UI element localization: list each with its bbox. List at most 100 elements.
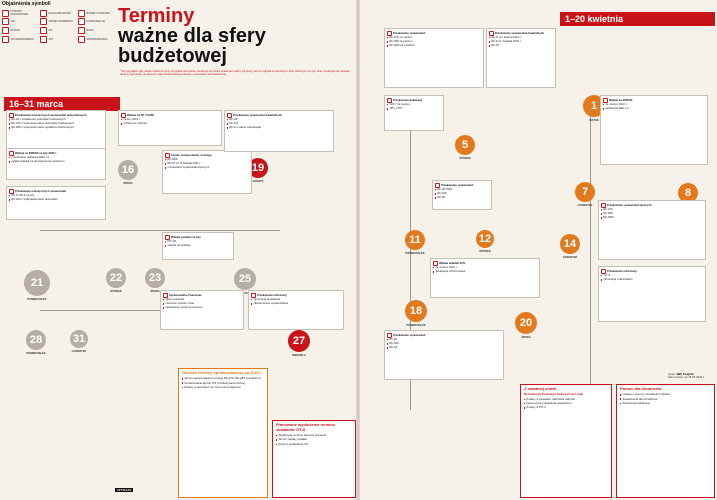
weekday-label: PONIEDZIAŁEK (27, 297, 47, 301)
title-line-1: Terminy (118, 5, 195, 27)
category-icon (601, 202, 606, 208)
weekday-label: PIĄTEK (240, 291, 250, 295)
deadline-entry: Przekazanie miesięcznych sprawozdań Rb-N… (6, 186, 106, 220)
panel-list: Termin sprawozdania rocznego Rb-27S i Rb… (182, 376, 264, 389)
entry-item: Rb-28S za marzec (387, 40, 481, 43)
weekday-label: WTOREK (110, 289, 122, 293)
weekday-label: CZWARTEK (71, 349, 87, 353)
day-circle: 22 WTOREK (106, 268, 126, 293)
category-icon (433, 260, 438, 266)
author-credit: oprac. MW, Kingfish Stan prawny na 15.03… (668, 372, 705, 380)
legend-item: RACHUNKOWOŚĆ (40, 9, 76, 17)
day-circle: 19 SOBOTA (248, 158, 268, 183)
weekday-label: CZWARTEK (577, 203, 593, 207)
tax-icon (40, 9, 47, 17)
panel-title: Dłuższe terminy sprawozdawcze za 2021 r. (182, 370, 263, 375)
entry-item: za marzec 2022 r. (603, 103, 705, 106)
entry-item: Rb-NDS (601, 216, 703, 219)
entry-heading: Przekazanie deklaracji (393, 98, 423, 102)
entry-item: deklaracja DEK-I-0 (603, 107, 705, 110)
entry-item: Rb-ST za IV kwartał 2021 r. (165, 162, 249, 165)
legend-item: CIT (40, 27, 76, 35)
category-icon (165, 152, 170, 158)
panel-item: Dotyczy podatników CIT (276, 442, 352, 446)
entry-heading: Przekazanie sprawozdań kwartalnych (233, 113, 283, 117)
entry-heading: Przekazanie sprawozdań łącznych (607, 203, 652, 207)
panel-cit8: Planowane wydłużenie terminu składania C… (272, 420, 356, 498)
entry-list: za marzec 2022 r.deklaracja DEK-I-0 (603, 103, 705, 110)
salary-icon (2, 35, 9, 43)
entry-list: Rb-N za I kwartał 2022 r.Rb-Z za I kwart… (489, 36, 553, 47)
entry-item: zaliczki na podatek (165, 244, 231, 247)
day-number: 19 (251, 161, 265, 174)
category-icon (9, 150, 14, 156)
legend-item: PFRON (2, 27, 38, 35)
entry-item: PIT-4R (165, 240, 231, 243)
category-icon (387, 30, 392, 36)
legend-label: PODATKI DOCHODOWE (10, 10, 29, 17)
entry-heading: Termin sprawozdania rocznego (171, 153, 212, 157)
day-number: 23 (148, 271, 162, 284)
panel-item: Termin sprawozdania rocznego Rb-27S i Rb… (182, 376, 264, 380)
cit-icon (40, 27, 47, 35)
entry-item: Rb-23 z działalności jednostek budżetowy… (9, 118, 103, 121)
entry-item: Rb-N za I kwartał 2022 r. (489, 36, 553, 39)
legend-item: JST (40, 35, 76, 43)
panel-dluzsze-terminy: Dłuższe terminy sprawozdawcze za 2021 r.… (178, 368, 268, 498)
panel-item: Nowe terminy składania oświadczeń (524, 401, 608, 405)
legend-item: URZĄD SKARBOWY (40, 18, 76, 26)
panel-item: Zmiany w zasadach naliczania zaliczek (524, 397, 608, 401)
entry-item: wpłata składek na ubezpieczenia społeczn… (9, 160, 103, 163)
vat-icon (2, 18, 9, 26)
category-icon (601, 268, 606, 274)
entry-item: zestawienie zmian w funduszu (163, 306, 241, 309)
timeline-line (40, 230, 280, 231)
day-number: 20 (519, 316, 533, 329)
entry-item: Rb-27S z wykonania planu dochodów budżet… (9, 122, 103, 125)
entry-heading: Przekazanie sprawozdań (441, 183, 474, 187)
category-icon (603, 97, 608, 103)
day-number: 27 (292, 334, 306, 347)
weekday-label: ŚRODA (521, 335, 531, 339)
weekday-label: WTOREK (479, 249, 491, 253)
entry-list: Rb-23 z działalności jednostek budżetowy… (9, 118, 103, 129)
legend-title: Objaśnienia symboli (2, 1, 51, 7)
legend-label: CIT (48, 29, 53, 33)
weekday-label: PONIEDZIAŁEK (406, 323, 426, 327)
panel-title: Pomoc dla Ukraińców (620, 386, 662, 391)
legend-label: RACHUNKOWOŚĆ (48, 11, 72, 15)
day-circle: 18 PONIEDZIAŁEK (405, 300, 427, 327)
day-number: 16 (121, 163, 135, 176)
legend-item: BANK (78, 27, 114, 35)
entry-item: Rb-UZ (227, 118, 331, 121)
deadline-entry: Wpłata na FP i FGŚP za luty 2022 r.rozli… (118, 110, 222, 146)
legend-item: WYNAGRODZENIA (2, 35, 38, 43)
entry-heading: Przekazanie sprawozdań (393, 31, 426, 35)
panel-item: Ustawa o pomocy obywatelom Ukrainy (620, 392, 711, 396)
day-number: 14 (563, 237, 577, 250)
entry-item: rozliczenie zaliczek (121, 122, 219, 125)
symbol-legend: Objaśnienia symboli PODATKI DOCHODOWE RA… (2, 1, 114, 84)
weekday-label: CZWARTEK (562, 255, 578, 259)
category-icon (251, 292, 256, 298)
entry-item: Rb-NDS za I kwartał (387, 44, 481, 47)
legend-label: SPRAWOZDANIA (86, 37, 108, 41)
entry-item: Rb-28S (601, 212, 703, 215)
deadline-entry: Przekazanie sprawozdań kwartalnych Rb-UZ… (224, 110, 334, 152)
legend-label: JST (48, 37, 54, 41)
timeline-line (590, 100, 591, 400)
entry-item: Rb-34S z wykonania planu dochodów (9, 198, 103, 201)
